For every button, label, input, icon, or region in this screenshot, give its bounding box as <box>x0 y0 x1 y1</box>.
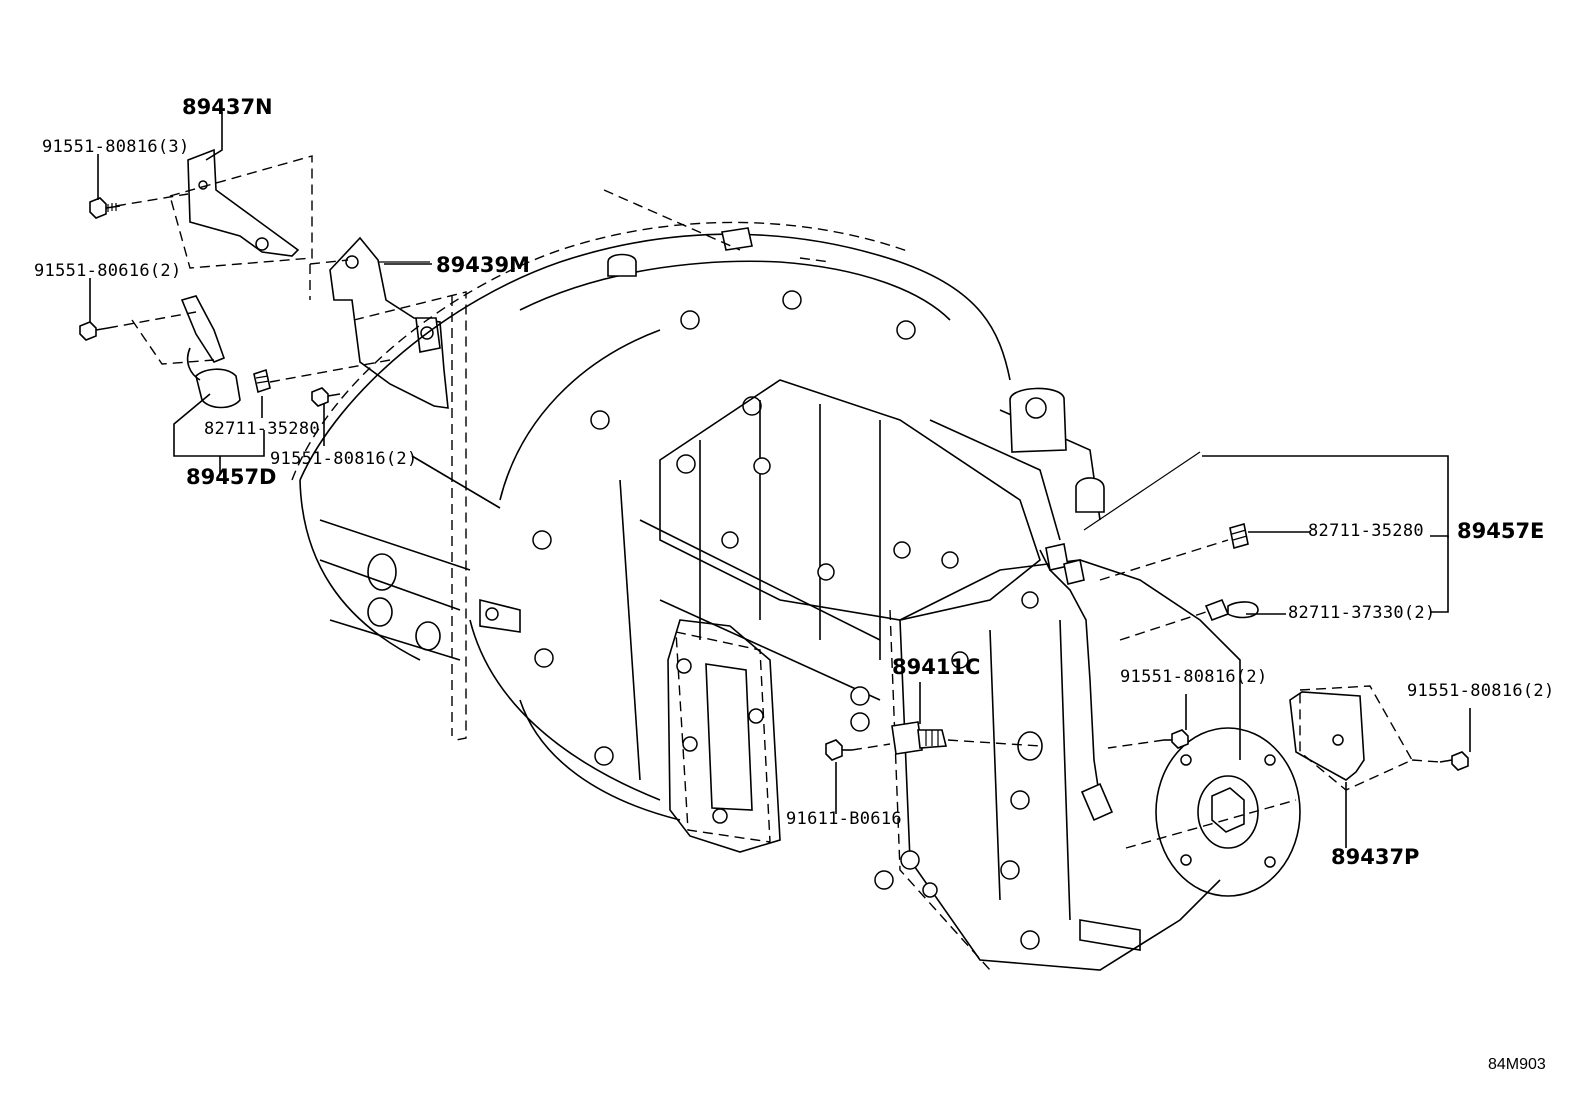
bellhousing <box>291 189 1011 821</box>
rear-extension-housing <box>874 387 1241 971</box>
left-extension-tubes <box>319 519 521 661</box>
label-91551-80816-2-right: 91551-80816(2) <box>1407 681 1555 701</box>
label-91551-80816-3: 91551-80816(3) <box>42 137 190 157</box>
connector-82711-35280-right-icon <box>1099 522 1249 581</box>
bracket-89437P <box>1125 685 1413 849</box>
label-82711-35280-left: 82711-35280 <box>204 419 320 439</box>
side-cover <box>667 619 781 853</box>
label-91611-B0616: 91611-B0616 <box>786 809 902 829</box>
label-91551-80816-2-mid: 91551-80816(2) <box>1120 667 1268 687</box>
wiring-harness-89457E <box>1039 451 1201 822</box>
label-89437N: 89437N <box>182 95 273 119</box>
label-89457D: 89457D <box>186 465 277 489</box>
label-89457E: 89457E <box>1457 519 1545 543</box>
label-91551-80616-2: 91551-80616(2) <box>34 261 182 281</box>
bolt-91551-80616-icon <box>79 321 109 341</box>
main-case <box>619 379 1041 781</box>
bracket-89439M <box>309 236 467 741</box>
speed-sensor-89411C <box>891 721 1043 761</box>
label-82711-37330-2: 82711-37330(2) <box>1288 603 1436 623</box>
sensor-89457D <box>107 295 391 409</box>
clamp-82711-37330-icon <box>1119 598 1259 641</box>
label-82711-35280-right: 82711-35280 <box>1308 521 1424 541</box>
leader-lines <box>89 112 1471 848</box>
bolt-91551-80816-3-icon <box>89 197 121 219</box>
reference-code: 84M903 <box>1488 1056 1546 1073</box>
bracket-89437N <box>115 148 313 269</box>
bolt-91551-80816-right-icon <box>1411 751 1469 771</box>
bolt-91551-80816-mid-icon <box>1107 729 1189 749</box>
label-89411C: 89411C <box>892 655 981 679</box>
label-89437P: 89437P <box>1331 845 1420 869</box>
label-91551-80816-2-left: 91551-80816(2) <box>270 449 418 469</box>
label-89439M: 89439M <box>436 253 530 277</box>
bolt-91611-B0616-icon <box>825 739 891 761</box>
output-flange <box>1155 727 1301 897</box>
bolt-91551-80816-left-icon <box>311 387 341 407</box>
